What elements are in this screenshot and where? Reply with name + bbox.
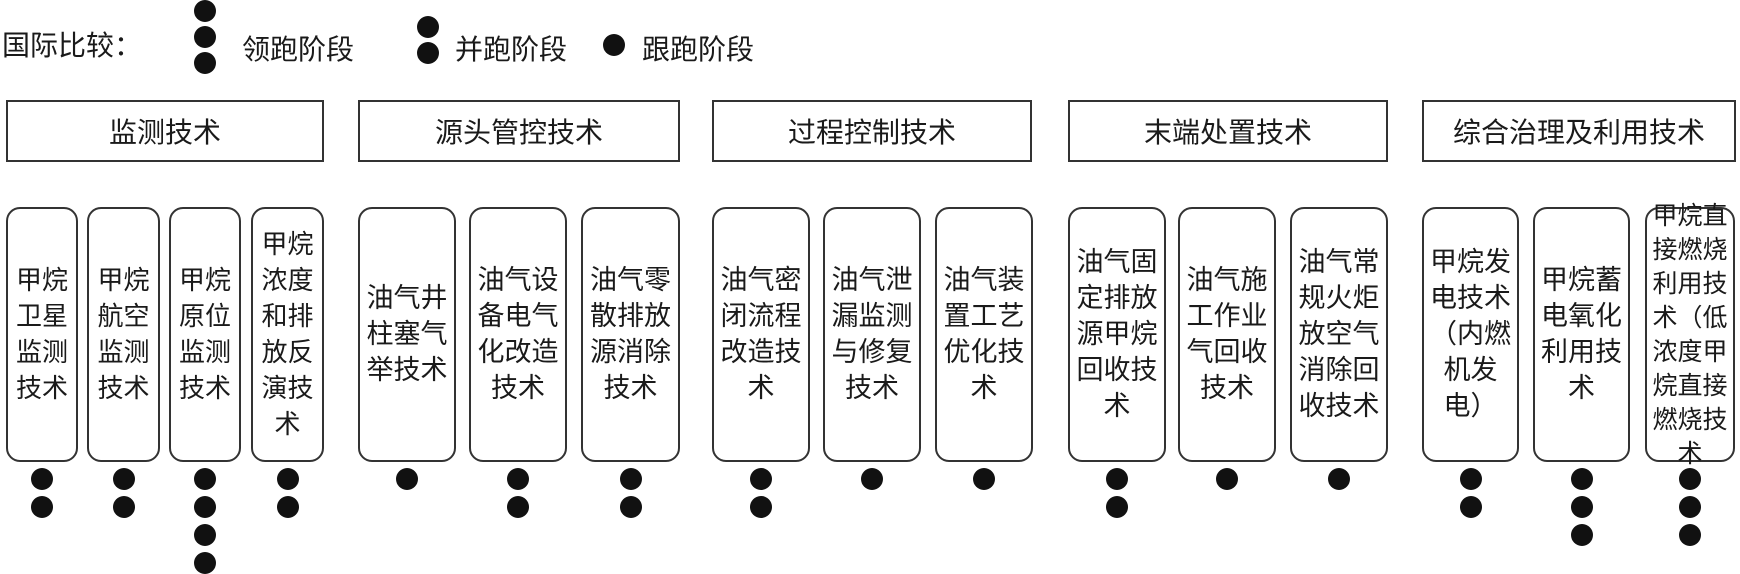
category-header: 源头管控技术 — [358, 100, 680, 162]
technology-rating-dots — [1458, 468, 1484, 518]
rating-dot — [750, 468, 772, 490]
technology-box: 油气固定排放源甲烷回收技术 — [1068, 207, 1166, 462]
technology-rating-dots — [505, 468, 531, 518]
rating-dot — [1570, 468, 1593, 490]
rating-dot — [31, 468, 53, 490]
technology-box: 油气密闭流程改造技术 — [712, 207, 810, 462]
legend-dot — [194, 26, 216, 48]
technology-rating-dots — [859, 468, 885, 490]
technology-box: 油气施工作业气回收技术 — [1178, 207, 1276, 462]
rating-dot — [1679, 524, 1701, 546]
technology-box: 甲烷卫星监测技术 — [6, 207, 78, 462]
rating-dot — [861, 468, 883, 490]
technology-box: 甲烷航空监测技术 — [87, 207, 160, 462]
legend-title: 国际比较： — [2, 29, 143, 62]
rating-dot — [1106, 468, 1128, 490]
category-header: 末端处置技术 — [1068, 100, 1388, 162]
rating-dot — [1328, 468, 1350, 490]
rating-dot — [750, 496, 772, 518]
rating-dot — [194, 496, 216, 518]
technology-label: 油气常规火炬放空气消除回收技术 — [1298, 246, 1380, 422]
rating-dot — [276, 468, 299, 490]
legend: 国际比较： 领跑阶段 并跑阶段 跟跑阶段 — [0, 0, 1740, 90]
technology-rating-dots — [1104, 468, 1130, 518]
rating-dot — [112, 468, 135, 490]
technology-rating-dots — [971, 468, 997, 490]
rating-dot — [194, 552, 216, 574]
rating-dot — [619, 496, 642, 518]
technology-label: 甲烷卫星监测技术 — [15, 265, 68, 404]
legend-label-parallel: 并跑阶段 — [455, 33, 568, 66]
technology-rating-dots — [1677, 468, 1703, 546]
technology-box: 甲烷浓度和排放反演技术 — [251, 207, 324, 462]
legend-dots-leading — [194, 0, 216, 74]
legend-dot — [194, 52, 216, 74]
technology-box: 甲烷发电技术（内燃机发电） — [1422, 207, 1519, 462]
technology-box: 油气常规火炬放空气消除回收技术 — [1290, 207, 1388, 462]
legend-dots-following — [603, 34, 625, 56]
legend-dot — [194, 0, 216, 22]
technology-box: 油气井柱塞气举技术 — [358, 207, 456, 462]
technology-label: 油气施工作业气回收技术 — [1186, 264, 1268, 404]
technology-rating-dots — [1326, 468, 1352, 490]
rating-dot — [507, 468, 529, 490]
rating-dot — [396, 468, 418, 490]
technology-label: 甲烷航空监测技术 — [97, 265, 150, 404]
technology-label: 甲烷原位监测技术 — [178, 265, 231, 404]
technology-box: 甲烷直接燃烧利用技术（低浓度甲烷直接燃烧技术 — [1645, 201, 1735, 468]
technology-rating-dots — [618, 468, 644, 518]
technology-rating-dots — [275, 468, 301, 518]
technology-label: 油气密闭流程改造技术 — [720, 264, 802, 404]
technology-label: 油气装置工艺优化技术 — [943, 264, 1025, 404]
rating-dot — [194, 468, 216, 490]
legend-label-leading: 领跑阶段 — [242, 33, 355, 66]
technology-rating-dots — [1214, 468, 1240, 490]
category-header: 监测技术 — [6, 100, 324, 162]
legend-label-following: 跟跑阶段 — [642, 33, 755, 66]
technology-box: 油气设备电气化改造技术 — [469, 207, 567, 462]
rating-dot — [194, 524, 216, 546]
technology-label: 甲烷浓度和排放反演技术 — [261, 229, 314, 440]
technology-rating-dots — [192, 468, 218, 574]
rating-dot — [112, 496, 135, 518]
rating-dot — [276, 496, 299, 518]
technology-label: 油气固定排放源甲烷回收技术 — [1076, 246, 1158, 422]
technology-box: 油气零散排放源消除技术 — [581, 207, 680, 462]
rating-dot — [1570, 496, 1593, 518]
technology-label: 油气设备电气化改造技术 — [477, 264, 559, 404]
rating-dot — [1459, 468, 1482, 490]
rating-dot — [1679, 468, 1701, 490]
rating-dot — [1216, 468, 1238, 490]
rating-dot — [1679, 496, 1701, 518]
category-header: 过程控制技术 — [712, 100, 1032, 162]
legend-dot — [417, 16, 439, 38]
rating-dot — [31, 496, 53, 518]
legend-dots-parallel — [417, 16, 439, 64]
rating-dot — [1106, 496, 1128, 518]
legend-dot — [417, 42, 439, 64]
rating-dot — [973, 468, 995, 490]
legend-dot — [603, 34, 625, 56]
technology-box: 甲烷原位监测技术 — [169, 207, 241, 462]
technology-box: 油气泄漏监测与修复技术 — [823, 207, 921, 462]
technology-rating-dots — [29, 468, 55, 518]
technology-rating-dots — [111, 468, 137, 518]
technology-label: 甲烷直接燃烧利用技术（低浓度甲烷直接燃烧技术 — [1652, 200, 1728, 468]
rating-dot — [1459, 496, 1482, 518]
technology-label: 油气零散排放源消除技术 — [589, 264, 671, 404]
technology-label: 甲烷蓄电氧化利用技术 — [1540, 264, 1622, 404]
technology-rating-dots — [1569, 468, 1595, 546]
technology-label: 油气井柱塞气举技术 — [366, 282, 448, 386]
rating-dot — [619, 468, 642, 490]
rating-dot — [507, 496, 529, 518]
rating-dot — [1570, 524, 1593, 546]
technology-label: 油气泄漏监测与修复技术 — [831, 264, 913, 404]
technology-box: 油气装置工艺优化技术 — [935, 207, 1033, 462]
technology-rating-dots — [748, 468, 774, 518]
category-header: 综合治理及利用技术 — [1422, 100, 1736, 162]
technology-label: 甲烷发电技术（内燃机发电） — [1429, 246, 1511, 422]
technology-box: 甲烷蓄电氧化利用技术 — [1533, 207, 1630, 462]
technology-rating-dots — [394, 468, 420, 490]
